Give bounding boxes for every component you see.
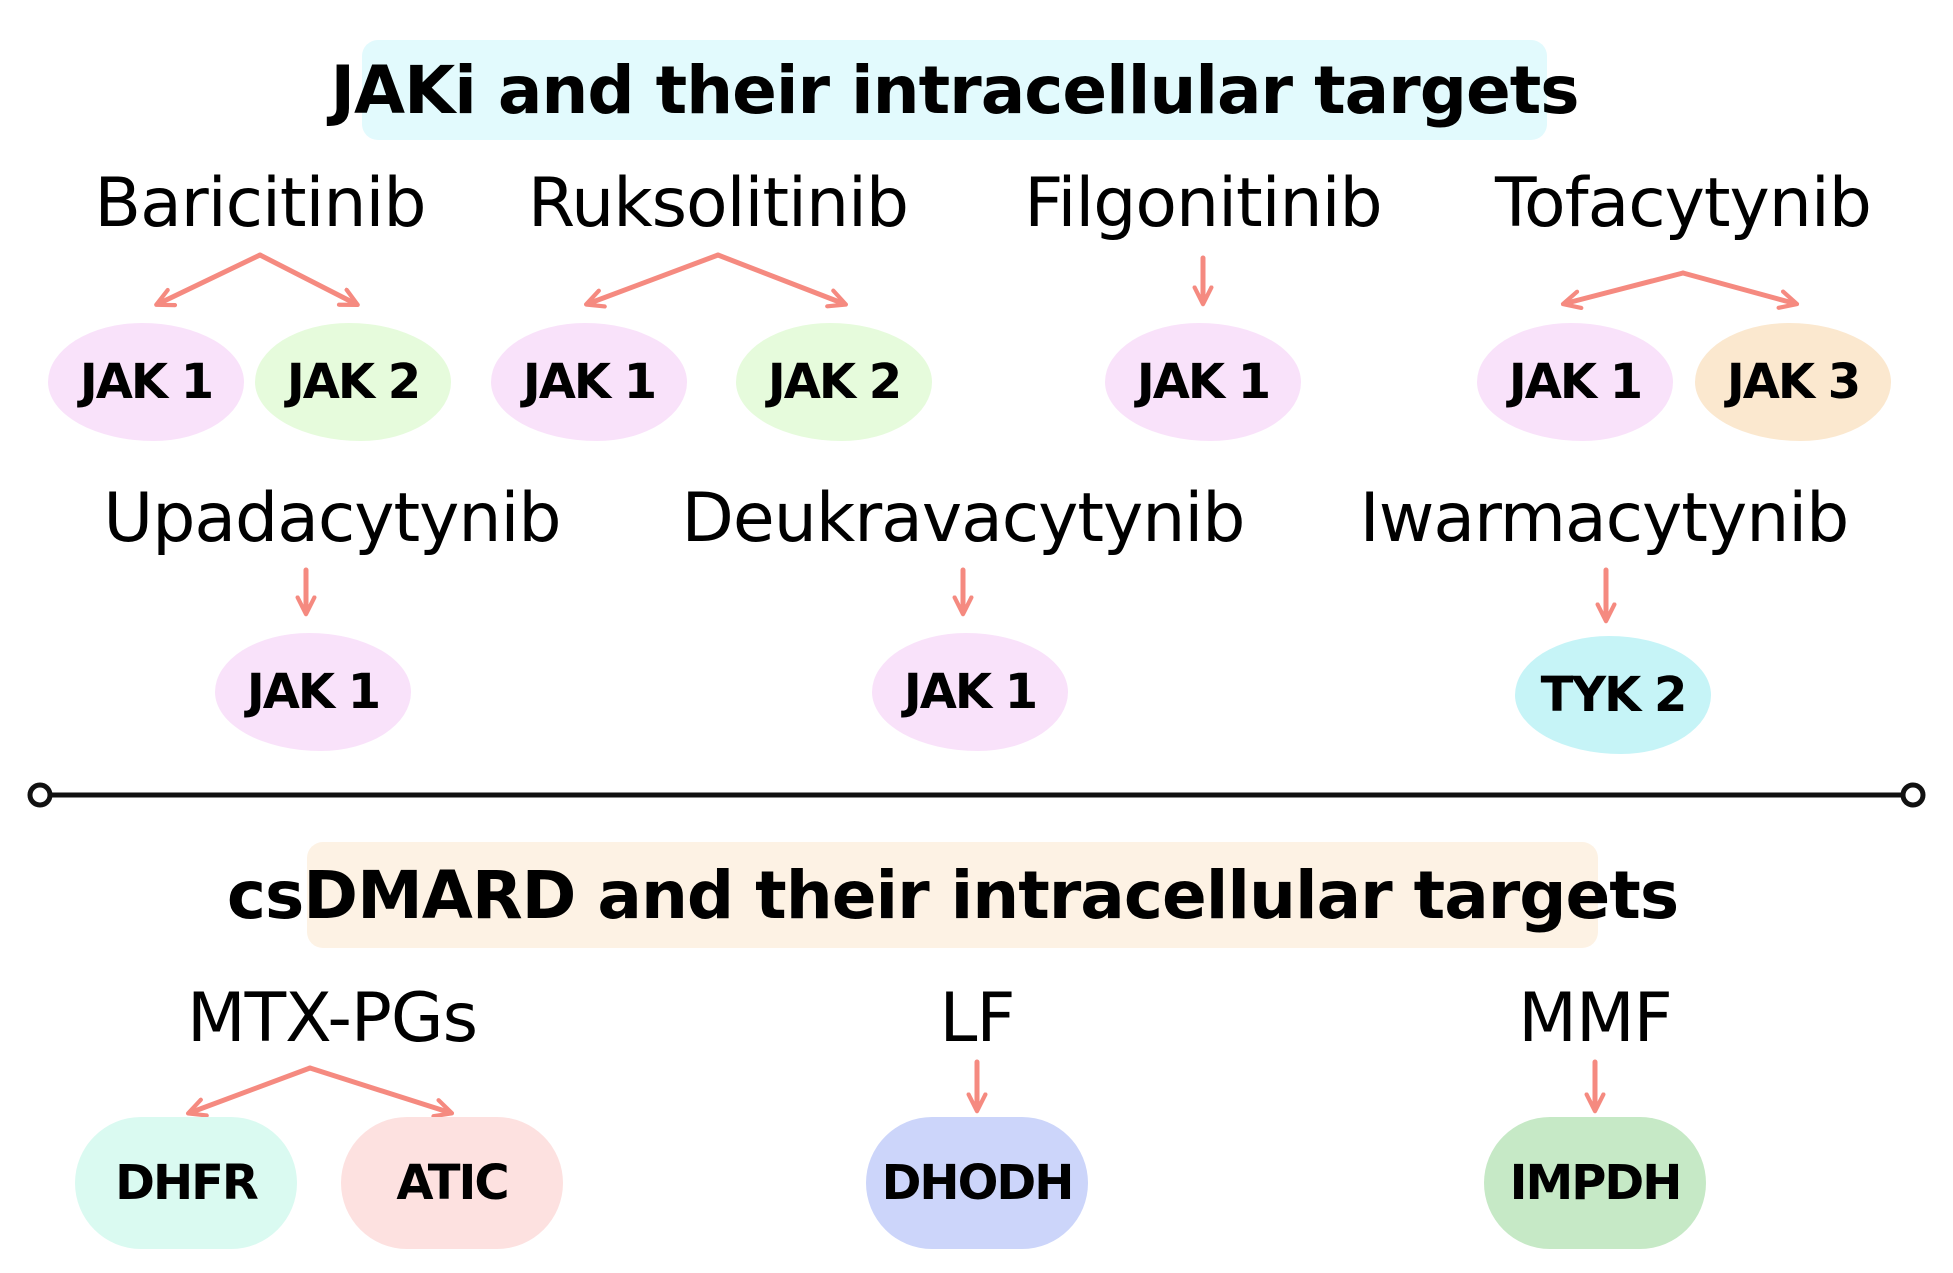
drug-mtx-pgs: MTX-PGs (186, 979, 478, 1058)
drug-filgonitinib: Filgonitinib (1024, 164, 1382, 243)
target-mmf-impdh: IMPDH (1484, 1117, 1706, 1249)
divider-right-endpoint (1900, 782, 1926, 808)
drug-ruksolitinib: Ruksolitinib (527, 164, 909, 243)
arrow-tofacytynib-jak3 (1680, 270, 1800, 310)
drug-mmf: MMF (1518, 979, 1672, 1058)
arrow-ruksolitinib-jak2 (715, 252, 849, 309)
arrow-mtx-dhfr (185, 1065, 313, 1118)
drug-deukravacytynib: Deukravacytynib (681, 479, 1246, 558)
jaki-section-title: JAKi and their intracellular targets (330, 40, 1580, 140)
arrow-baricitinib-jak1 (154, 252, 263, 308)
target-mtx-atic: ATIC (341, 1117, 563, 1249)
target-tofacytynib-jak1: JAK 1 (1477, 323, 1673, 441)
arrow-tofacytynib-jak1 (1560, 270, 1686, 311)
target-upadacytynib-jak1: JAK 1 (215, 633, 411, 751)
target-baricitinib-jak2: JAK 2 (255, 323, 451, 441)
drug-upadacytynib: Upadacytynib (103, 479, 561, 558)
target-iwarmacytynib-tyk2: TYK 2 (1515, 636, 1711, 754)
target-ruksolitinib-jak1: JAK 1 (491, 323, 687, 441)
divider-left-endpoint (27, 782, 53, 808)
target-tofacytynib-jak3: JAK 3 (1695, 323, 1891, 441)
drug-baricitinib: Baricitinib (94, 164, 426, 243)
arrow-mtx-atic (307, 1065, 455, 1119)
target-lf-dhodh: DHODH (866, 1117, 1088, 1249)
arrow-ruksolitinib-jak1 (583, 252, 721, 309)
drug-lf: LF (939, 979, 1016, 1058)
drug-iwarmacytynib: Iwarmacytynib (1359, 479, 1850, 558)
target-baricitinib-jak1: JAK 1 (48, 323, 244, 441)
target-filgonitinib-jak1: JAK 1 (1105, 323, 1301, 441)
target-ruksolitinib-jak2: JAK 2 (736, 323, 932, 441)
target-deukravacytynib-jak1: JAK 1 (872, 633, 1068, 751)
csdmard-section-title: csDMARD and their intracellular targets (227, 842, 1679, 948)
target-mtx-dhfr: DHFR (75, 1117, 297, 1249)
drug-tofacytynib: Tofacytynib (1495, 164, 1872, 243)
arrow-baricitinib-jak2 (257, 252, 360, 308)
